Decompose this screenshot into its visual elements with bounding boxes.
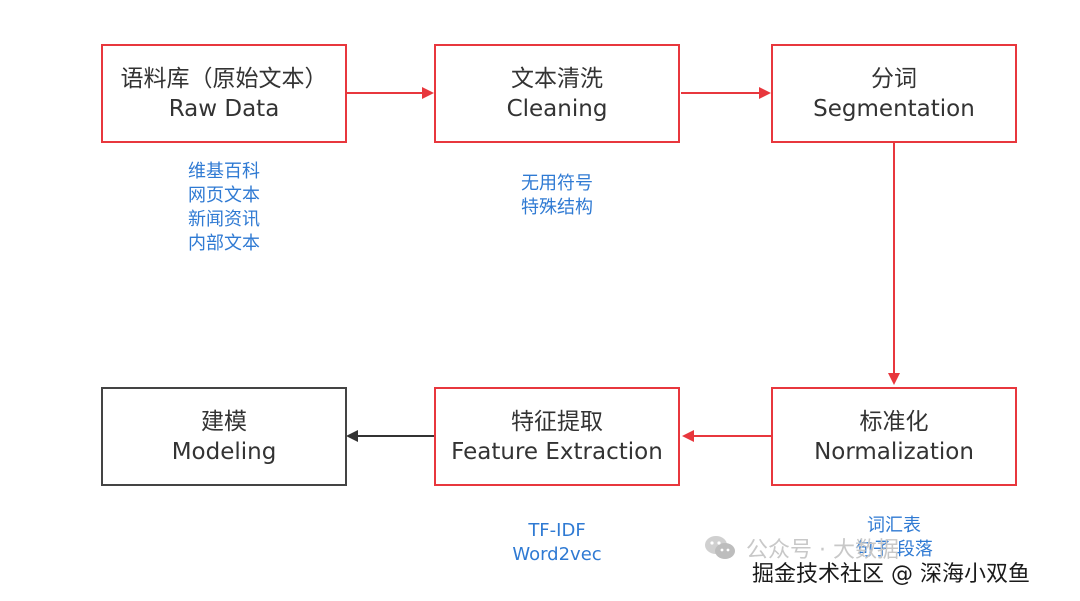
node-cleaning-en: Cleaning [506,95,608,122]
note-line: 词汇表 [867,515,921,536]
notes-normalization: 词汇表 句子 段落 [834,514,954,562]
note-line: Word2vec [512,544,602,565]
credit-text: 掘金技术社区 @ 深海小双鱼 [752,562,1030,587]
node-modeling: 建模 Modeling [101,387,347,486]
note-line: 维基百科 [188,161,260,182]
node-cleaning-zh: 文本清洗 [511,65,603,92]
watermark: 公众号 · 大数据 [704,532,899,564]
notes-raw-data: 维基百科 网页文本 新闻资讯 内部文本 [164,160,284,256]
node-segmentation-zh: 分词 [871,65,917,92]
notes-feature-extraction: TF-IDF Word2vec [497,519,617,567]
node-normalization-zh: 标准化 [859,408,929,435]
node-raw-data-zh: 语料库（原始文本） [120,65,328,92]
watermark-text: 公众号 · 大数据 [746,538,899,563]
node-modeling-zh: 建模 [201,408,247,435]
node-feature-extraction-en: Feature Extraction [451,438,663,465]
node-segmentation-en: Segmentation [813,95,975,122]
note-line: TF-IDF [528,520,586,541]
node-raw-data-en: Raw Data [168,95,280,122]
note-line: 特殊结构 [521,197,593,218]
node-segmentation: 分词 Segmentation [771,44,1017,143]
wechat-icon [705,536,735,559]
node-normalization: 标准化 Normalization [771,387,1017,486]
node-cleaning: 文本清洗 Cleaning [434,44,680,143]
node-normalization-en: Normalization [814,438,974,465]
notes-cleaning: 无用符号 特殊结构 [497,172,617,220]
note-line: 句子 段落 [855,539,933,560]
note-line: 无用符号 [521,173,593,194]
note-line: 内部文本 [188,233,260,254]
note-line: 新闻资讯 [188,209,260,230]
node-modeling-en: Modeling [171,438,277,465]
node-raw-data: 语料库（原始文本） Raw Data [101,44,347,143]
node-feature-extraction-zh: 特征提取 [511,408,603,435]
node-feature-extraction: 特征提取 Feature Extraction [434,387,680,486]
note-line: 网页文本 [188,185,260,206]
